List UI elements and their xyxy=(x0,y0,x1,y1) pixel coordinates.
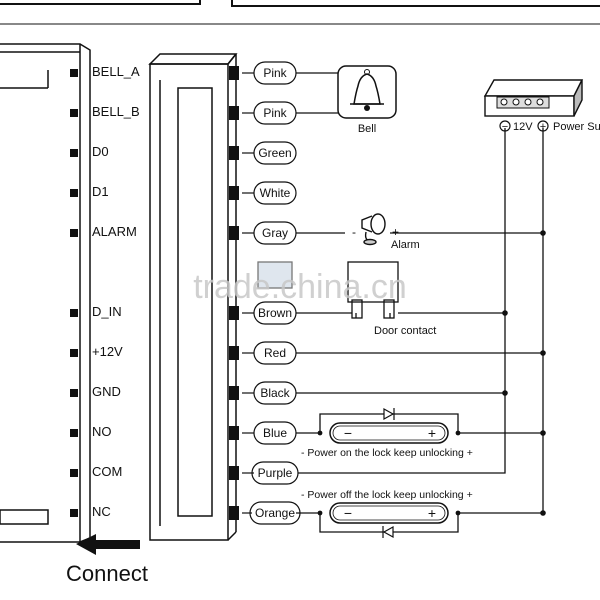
terminal-label-gnd: GND xyxy=(92,384,121,399)
diode-icon-nc xyxy=(382,525,394,539)
top-frame-lines xyxy=(0,0,600,25)
terminal-label-12v: +12V xyxy=(92,344,123,359)
controller-terminal-block xyxy=(229,226,239,240)
controller-terminal-block xyxy=(229,466,239,480)
terminal-label-alarm: ALARM xyxy=(92,224,137,239)
reader-terminal-block xyxy=(70,429,78,437)
svg-text:Pink: Pink xyxy=(263,106,287,120)
svg-text:Blue: Blue xyxy=(263,426,287,440)
reader-terminal-block xyxy=(70,69,78,77)
controller-terminal-block xyxy=(229,426,239,440)
power-supply-label: Power Su xyxy=(553,121,600,133)
wire-red-12v: Red xyxy=(242,341,297,365)
svg-text:−: − xyxy=(344,425,352,441)
svg-text:Pink: Pink xyxy=(263,66,287,80)
svg-text:Black: Black xyxy=(260,386,290,400)
controller-terminal-block xyxy=(229,506,239,520)
reader-terminal-block xyxy=(70,349,78,357)
watermark: trade.china.cn xyxy=(193,268,407,306)
controller-terminal-block xyxy=(229,146,239,160)
terminal-label-nc: NC xyxy=(92,504,111,519)
wire-white-d1: White xyxy=(242,181,297,205)
svg-text:Brown: Brown xyxy=(258,306,292,320)
svg-text:+: + xyxy=(428,505,436,521)
wire-blue-no: Blue xyxy=(242,421,297,445)
door-contact-icon xyxy=(257,261,399,319)
connect-label: Connect xyxy=(66,561,148,586)
svg-text:Gray: Gray xyxy=(262,226,288,240)
wire-pink-bell-a: Pink xyxy=(242,61,297,85)
wire-gray-alarm: Gray xyxy=(242,221,297,245)
reader-terminal-block xyxy=(70,309,78,317)
terminal-label-bell-a: BELL_A xyxy=(92,64,140,79)
alarm-minus: - xyxy=(352,225,356,239)
terminal-label-d0: D0 xyxy=(92,144,109,159)
connect-arrow-icon xyxy=(76,534,140,555)
controller-terminal-blocks xyxy=(229,66,239,520)
power-supply-icon xyxy=(483,79,584,117)
terminal-label-d1: D1 xyxy=(92,184,109,199)
wiring-lines xyxy=(296,72,544,533)
reader-terminal-block xyxy=(70,109,78,117)
bell-label: Bell xyxy=(358,123,376,135)
controller-terminal-block xyxy=(229,346,239,360)
controller-terminal-block xyxy=(229,306,239,320)
reader-terminal-block xyxy=(70,389,78,397)
reader-device xyxy=(0,43,91,543)
alarm-label: Alarm xyxy=(391,239,420,251)
alarm-plus: + xyxy=(392,225,399,239)
terminal-label-no: NO xyxy=(92,424,112,439)
wire-purple-com: Purple xyxy=(242,461,299,485)
svg-text:−: − xyxy=(344,505,352,521)
lock-nc: − + xyxy=(329,502,449,524)
door-contact-label: Door contact xyxy=(374,325,436,337)
note-power-off: - Power off the lock keep unlocking + xyxy=(301,489,473,501)
reader-terminal-block xyxy=(70,469,78,477)
wire-pink-bell-b: Pink xyxy=(242,101,297,125)
terminal-label-bell-b: BELL_B xyxy=(92,104,140,119)
diode-icon-no xyxy=(383,407,395,421)
controller-terminal-block xyxy=(229,106,239,120)
wire-orange-nc: Orange xyxy=(242,501,301,525)
power-voltage: 12V xyxy=(513,121,533,133)
terminal-label-d-in: D_IN xyxy=(92,304,122,319)
reader-terminal-block xyxy=(70,509,78,517)
controller-terminal-block xyxy=(229,386,239,400)
junction-dots xyxy=(317,230,546,516)
svg-text:+: + xyxy=(428,425,436,441)
svg-text:Purple: Purple xyxy=(258,466,293,480)
wire-green-d0: Green xyxy=(242,141,297,165)
terminal-label-com: COM xyxy=(92,464,122,479)
controller-terminal-block xyxy=(229,186,239,200)
reader-terminal-blocks xyxy=(70,69,78,517)
wire-black-gnd: Black xyxy=(242,381,297,405)
lock-no: − + xyxy=(329,422,449,444)
svg-text:Green: Green xyxy=(258,146,291,160)
reader-terminal-block xyxy=(70,149,78,157)
power-minus-sign: − xyxy=(502,121,508,133)
alarm-siren-icon xyxy=(361,213,386,246)
svg-text:White: White xyxy=(260,186,291,200)
reader-terminal-block xyxy=(70,189,78,197)
controller-board xyxy=(148,53,238,541)
bell-icon xyxy=(337,65,397,119)
power-plus-sign: + xyxy=(540,121,546,133)
controller-terminal-block xyxy=(229,66,239,80)
reader-terminal-block xyxy=(70,229,78,237)
svg-text:Orange: Orange xyxy=(255,506,295,520)
svg-text:Red: Red xyxy=(264,346,286,360)
note-power-on: - Power on the lock keep unlocking + xyxy=(301,447,473,459)
power-supply-terminals xyxy=(499,120,549,132)
